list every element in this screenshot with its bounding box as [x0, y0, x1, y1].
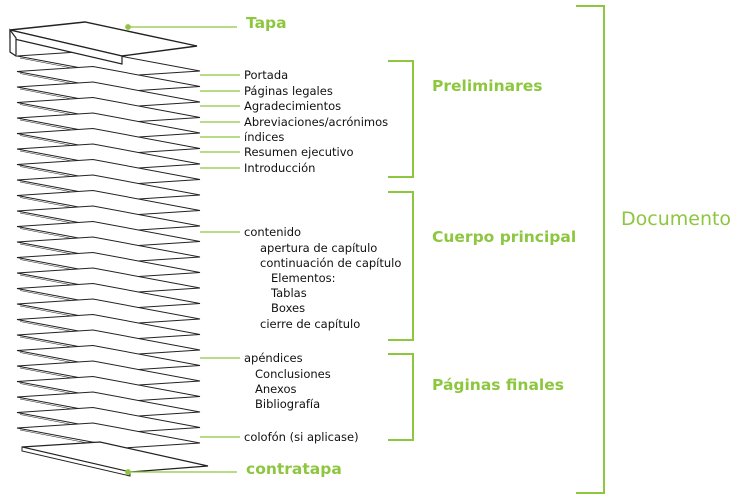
- section-paginas-finales: Páginas finales: [432, 376, 564, 394]
- item-continuacion: continuación de capítulo: [260, 256, 402, 270]
- connector-lines: [125, 24, 240, 475]
- item-bibliografia: Bibliografía: [255, 397, 321, 411]
- connector-dot-tapa: [125, 24, 131, 30]
- bracket-documento: [576, 5, 605, 494]
- sheet-stack: [9, 21, 209, 477]
- brackets: [388, 5, 605, 494]
- item-anexos: Anexos: [255, 382, 297, 396]
- item-apendices: apéndices: [244, 351, 303, 365]
- label-contratapa: contratapa: [246, 460, 342, 478]
- section-cuerpo-principal: Cuerpo principal: [432, 228, 577, 246]
- item-colofon: colofón (si aplicase): [244, 430, 359, 444]
- label-documento: Documento: [621, 208, 732, 230]
- connector-dot-contratapa: [125, 469, 131, 475]
- bracket-preliminares: [388, 60, 414, 178]
- item-portada: Portada: [244, 68, 289, 82]
- bracket-cuerpo: [388, 191, 414, 341]
- section-preliminares: Preliminares: [432, 77, 543, 95]
- item-cierre: cierre de capítulo: [260, 317, 361, 331]
- label-tapa: Tapa: [246, 14, 287, 32]
- item-contenido: contenido: [244, 225, 302, 239]
- item-conclusiones: Conclusiones: [255, 367, 331, 381]
- item-elementos: Elementos:: [271, 271, 336, 285]
- back-cover-edge: [21, 446, 131, 477]
- sheet: [16, 422, 201, 449]
- item-resumen: Resumen ejecutivo: [244, 145, 354, 159]
- item-tablas: Tablas: [271, 286, 307, 300]
- item-abreviaciones: Abreviaciones/acrónimos: [244, 115, 389, 129]
- item-boxes: Boxes: [271, 301, 306, 315]
- front-cover-spine: [9, 28, 17, 58]
- item-introduccion: Introducción: [244, 161, 316, 175]
- item-agradecimientos: Agradecimientos: [244, 99, 342, 113]
- item-paginas-legales: Páginas legales: [244, 84, 333, 98]
- bracket-finales: [388, 353, 414, 441]
- item-indices: índices: [244, 130, 285, 144]
- item-apertura: apertura de capítulo: [260, 241, 378, 255]
